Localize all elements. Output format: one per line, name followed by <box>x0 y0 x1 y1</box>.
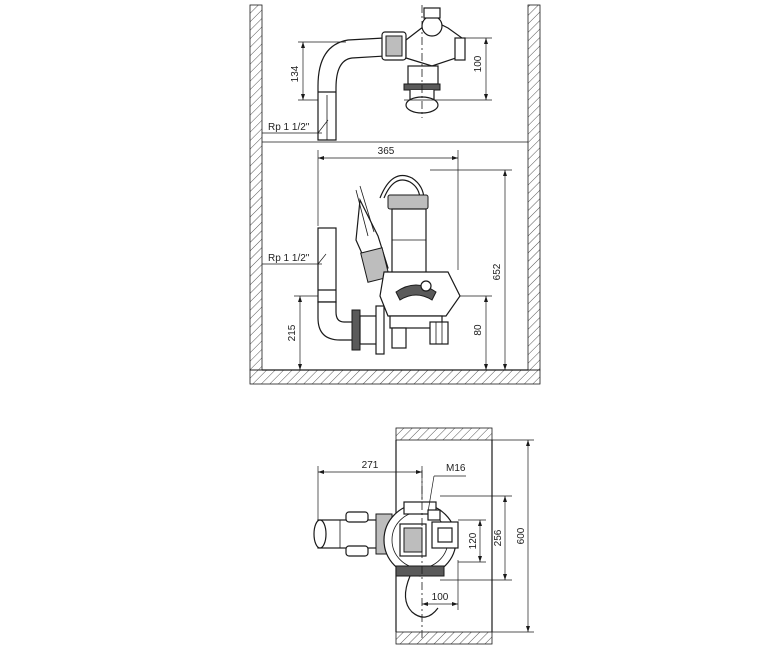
plan-pump <box>383 470 459 640</box>
dimension-label-120: 120 <box>468 532 479 549</box>
dimension-100-bottom: 100 <box>422 560 459 610</box>
dimension-label-80: 80 <box>473 324 484 336</box>
discharge-valve-assembly <box>317 5 466 141</box>
dimension-label-215: 215 <box>287 324 298 341</box>
dimension-label-652: 652 <box>492 263 503 280</box>
pit-floor <box>249 369 541 385</box>
dimension-label-365: 365 <box>378 146 395 157</box>
plan-discharge-pipe <box>313 511 393 557</box>
dimension-label-100-bottom: 100 <box>432 592 449 603</box>
pump-assembly <box>317 174 461 355</box>
dimension-label-100-top: 100 <box>473 55 484 72</box>
dimension-label-600: 600 <box>516 527 527 544</box>
pit-wall-right <box>527 4 541 371</box>
thread-callout-mid: Rp 1 1/2" <box>262 253 327 265</box>
pit-wall-left <box>249 4 263 371</box>
dimension-271: 271 <box>317 460 423 520</box>
dimension-256: 256 <box>440 495 512 581</box>
plan-wall-bottom <box>395 631 493 645</box>
dimension-120: 120 <box>458 519 486 563</box>
dimension-label-256: 256 <box>493 529 504 546</box>
thread-label-top: Rp 1 1/2" <box>268 122 310 133</box>
thread-callout-top: Rp 1 1/2" <box>262 119 329 134</box>
dimension-134: 134 <box>290 41 346 101</box>
bolt-callout-m16: M16 <box>427 463 466 513</box>
thread-label-mid: Rp 1 1/2" <box>268 253 310 264</box>
dimension-100-top: 100 <box>440 37 492 101</box>
dimension-600: 600 <box>492 439 534 633</box>
plan-wall-top <box>395 427 493 441</box>
dimension-215: 215 <box>287 295 318 370</box>
bolt-label-m16: M16 <box>446 463 466 474</box>
dimension-652: 652 <box>430 169 512 370</box>
dimension-label-134: 134 <box>290 65 301 82</box>
dimension-80: 80 <box>460 295 492 370</box>
dimension-label-271: 271 <box>362 460 379 471</box>
plan-view: 271 M16 120 256 <box>313 427 534 645</box>
elevation-view: 134 100 Rp 1 1/2" <box>249 4 541 385</box>
